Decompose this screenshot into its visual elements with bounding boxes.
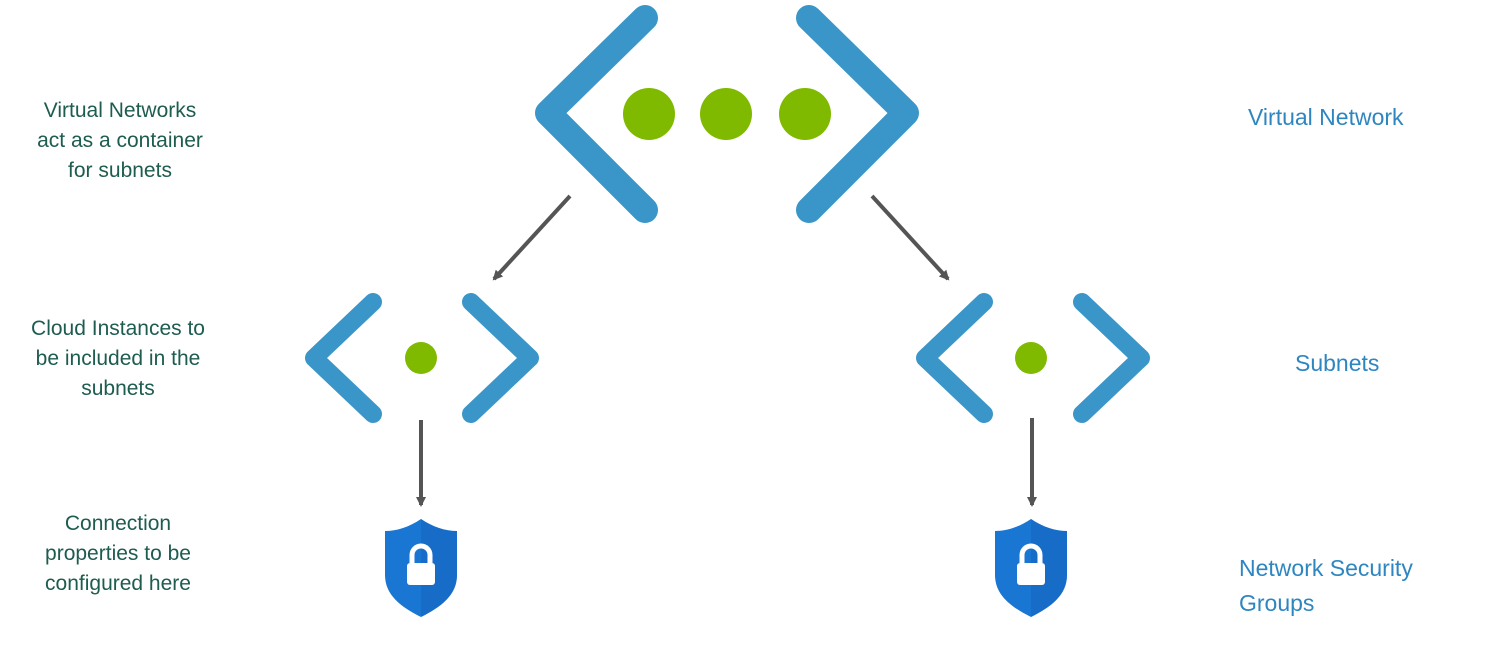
- label-cloud-instances: Cloud Instances to be included in the su…: [31, 317, 205, 400]
- hierarchy-label-virtual-network: Virtual Network: [1248, 104, 1404, 130]
- arrow-vnet-to-subnet-left: [492, 194, 572, 281]
- label-connection-properties: Connection properties to be configured h…: [45, 512, 191, 595]
- hierarchy-label-nsg: Network Security Groups: [1239, 555, 1413, 616]
- shield-lock-icon: [995, 519, 1067, 617]
- subnet-icon: [916, 293, 1150, 423]
- hierarchy-label-subnets: Subnets: [1295, 350, 1380, 376]
- shield-lock-icon: [385, 519, 457, 617]
- label-virtual-networks: Virtual Networks act as a container for …: [37, 99, 203, 182]
- subnet-icon: [305, 293, 539, 423]
- virtual-network-icon: [535, 5, 919, 223]
- arrow-vnet-to-subnet-right: [870, 194, 950, 281]
